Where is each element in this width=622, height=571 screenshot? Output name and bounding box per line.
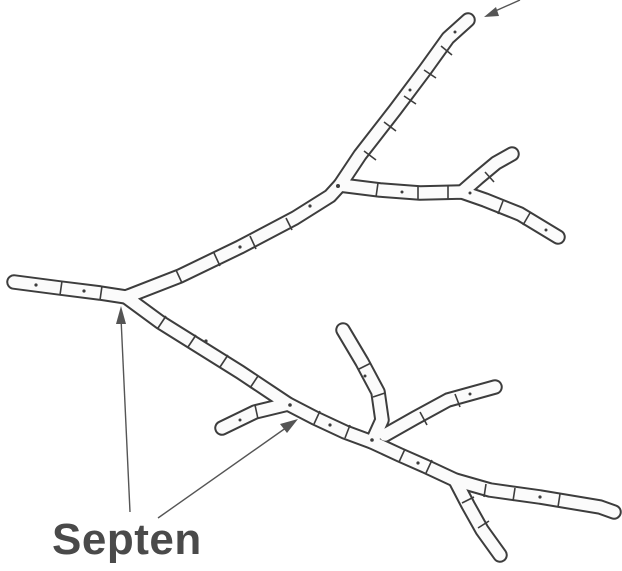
upper-hypha xyxy=(126,20,468,297)
nuclei-group xyxy=(34,31,547,499)
pointer-line-left xyxy=(121,318,130,512)
lower-hypha xyxy=(126,297,614,512)
pointer-arrowhead-left xyxy=(116,306,126,324)
septen-label: Septen xyxy=(52,518,202,562)
septum-pointers xyxy=(116,0,520,518)
pointer-line-right xyxy=(158,425,290,518)
pointer-arrowhead-top xyxy=(484,7,499,17)
hyphae-network xyxy=(14,20,614,555)
